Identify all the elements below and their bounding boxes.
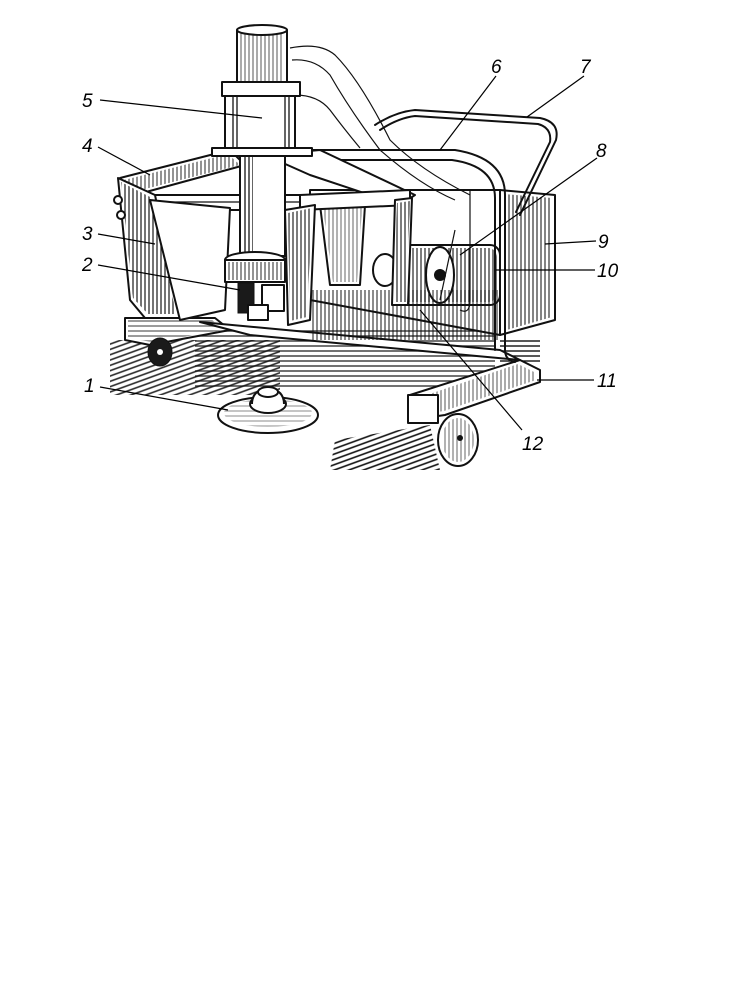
callout-3: 3 [82, 224, 93, 245]
vertical-column [211, 24, 313, 257]
spindle-head [224, 251, 286, 321]
upper-frame-bar [289, 149, 516, 363]
callout-5: 5 [82, 91, 93, 112]
callout-10: 10 [597, 261, 619, 282]
wheel-right [437, 413, 479, 467]
callout-2: 2 [81, 255, 93, 276]
leader-lines [97, 75, 598, 431]
callout-6: 6 [491, 57, 502, 78]
callout-9: 9 [598, 232, 609, 253]
callout-7: 7 [580, 57, 592, 78]
callout-8: 8 [596, 141, 607, 162]
callout-12: 12 [522, 434, 544, 455]
callout-1: 1 [84, 376, 95, 397]
arm-right [284, 197, 413, 326]
wheel-left [147, 337, 173, 367]
handle-bar [374, 109, 558, 216]
cables [289, 45, 471, 312]
callout-11: 11 [597, 371, 617, 392]
callout-labels: 1 2 3 4 5 6 7 8 9 10 11 12 [81, 57, 619, 455]
callout-4: 4 [82, 136, 93, 157]
grinding-disc [217, 386, 319, 434]
left-housing [113, 177, 231, 321]
chassis-frame [124, 317, 541, 424]
